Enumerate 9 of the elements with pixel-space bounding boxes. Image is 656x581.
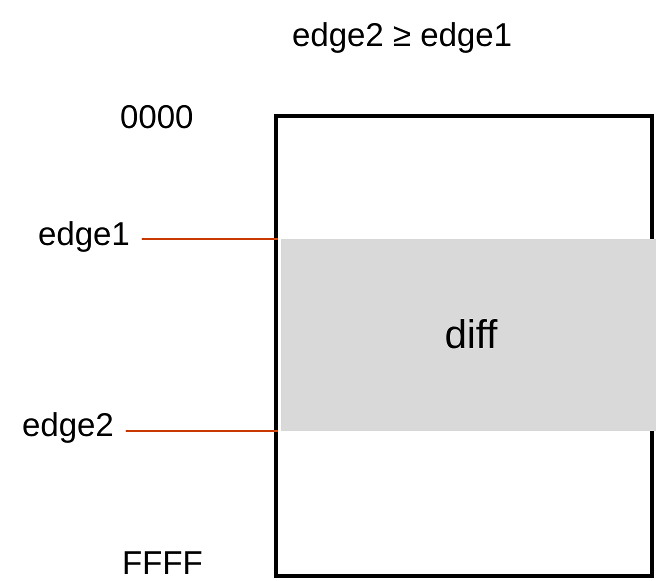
boundary-label: edge2 xyxy=(22,408,114,441)
boundary-label: edge1 xyxy=(38,217,130,250)
shaded-band: diff xyxy=(281,239,656,431)
title: edge2 ≥ edge1 xyxy=(292,18,512,51)
leader-line xyxy=(142,238,278,240)
leader-line xyxy=(126,430,278,432)
address-label: FFFF xyxy=(122,546,203,579)
memory-box xyxy=(274,114,654,578)
address-label: 0000 xyxy=(120,100,194,133)
